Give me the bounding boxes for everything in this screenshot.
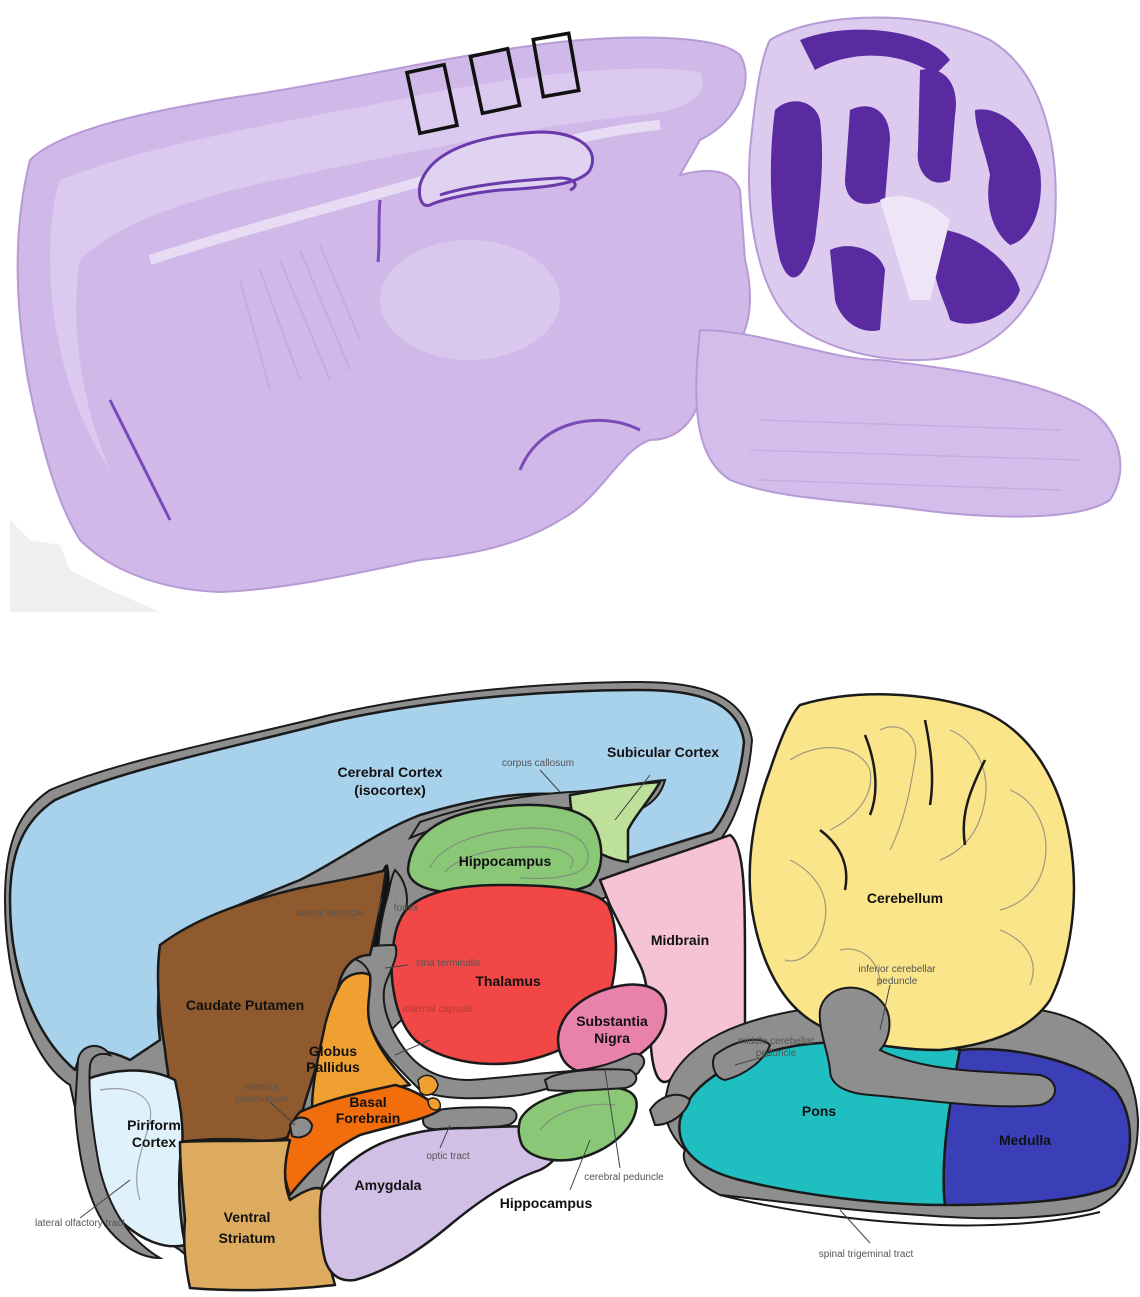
label-basal-forebrain-line1: Basal: [349, 1094, 386, 1110]
label-medulla: Medulla: [999, 1132, 1051, 1148]
region-cerebellum: [750, 694, 1074, 1050]
label-stria-terminalis: stria terminalis: [416, 958, 480, 969]
atlas-diagram: Cerebral Cortex (isocortex) Subicular Co…: [5, 682, 1138, 1290]
label-ventral-striatum-line2: Striatum: [219, 1230, 276, 1246]
nissl-section: [0, 0, 1140, 640]
label-cerebellum: Cerebellum: [867, 890, 943, 906]
label-inferior-cerebellar-line1: inferior cerebellar: [858, 964, 936, 975]
label-internal-capsule: internal capsule: [403, 1004, 473, 1015]
region-hippocampus-lower: [519, 1088, 637, 1161]
label-middle-cerebellar-line1: middle cerebellar: [738, 1036, 815, 1047]
label-substantia-nigra-line1: Substantia: [576, 1013, 648, 1029]
label-globus-pallidus-line2: Pallidus: [306, 1059, 360, 1075]
label-globus-pallidus-line1: Globus: [309, 1043, 357, 1059]
label-spinal-trigeminal-tract: spinal trigeminal tract: [819, 1249, 914, 1260]
label-ventral-striatum-line1: Ventral: [224, 1209, 271, 1225]
label-amygdala: Amygdala: [355, 1177, 422, 1193]
label-basal-forebrain-line2: Forebrain: [336, 1110, 401, 1126]
label-hippocampus-lower: Hippocampus: [500, 1195, 593, 1211]
label-cerebral-cortex-line1: Cerebral Cortex: [337, 764, 442, 780]
label-piriform-cortex-line1: Piriform: [127, 1117, 181, 1133]
label-subicular-cortex: Subicular Cortex: [607, 744, 719, 760]
label-lateral-ventricle: lateral ventricle: [296, 908, 364, 919]
label-anterior-commissure-line1: anterior: [245, 1082, 280, 1093]
label-optic-tract: optic tract: [426, 1151, 470, 1162]
label-piriform-cortex-line2: Cortex: [132, 1134, 177, 1150]
label-pons: Pons: [802, 1103, 836, 1119]
label-middle-cerebellar-line2: peduncle: [756, 1048, 797, 1059]
anterior-commissure: [290, 1118, 312, 1138]
label-corpus-callosum: corpus callosum: [502, 758, 574, 769]
label-hippocampus-upper: Hippocampus: [459, 853, 552, 869]
label-caudate-putamen: Caudate Putamen: [186, 997, 304, 1013]
label-fornix: fornix: [394, 903, 418, 914]
label-inferior-cerebellar-line2: peduncle: [877, 976, 918, 987]
label-thalamus: Thalamus: [475, 973, 541, 989]
label-substantia-nigra-line2: Nigra: [594, 1030, 630, 1046]
label-cerebral-cortex-line2: (isocortex): [354, 782, 426, 798]
label-midbrain: Midbrain: [651, 932, 709, 948]
label-cerebral-peduncle: cerebral peduncle: [584, 1172, 664, 1183]
label-anterior-commissure-line2: commissure: [235, 1094, 289, 1105]
label-lateral-olfactory-tract: lateral olfactory tract: [35, 1218, 125, 1229]
